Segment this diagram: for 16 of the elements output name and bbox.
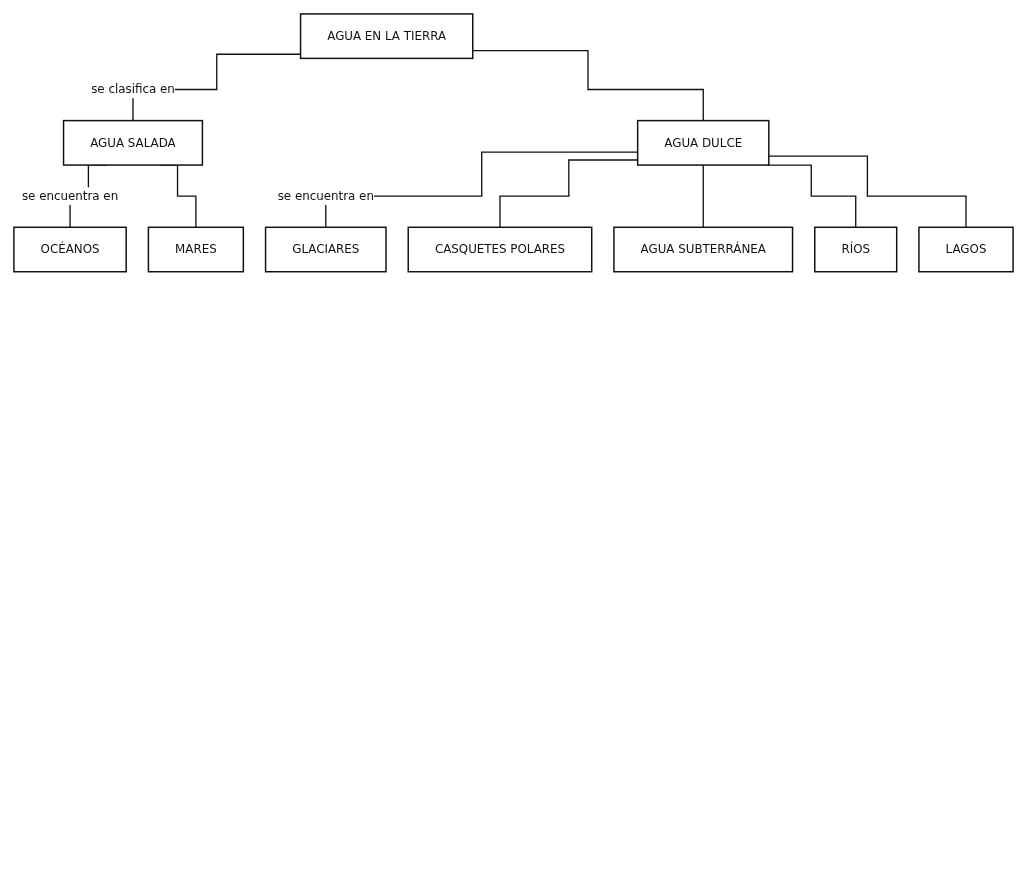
node-box: OCÉANOS: [13, 226, 127, 273]
node-box: AGUA SALADA: [62, 119, 204, 166]
node-box: CASQUETES POLARES: [407, 226, 593, 273]
edge-label: se encuentra en: [21, 188, 119, 203]
node-box: RÍOS: [814, 226, 898, 273]
node-box: AGUA DULCE: [636, 119, 770, 166]
node-box: MARES: [147, 226, 245, 273]
edge-label: se clasifica en: [91, 82, 175, 97]
edge-label: se encuentra en: [277, 188, 374, 203]
connector: [768, 155, 967, 228]
node-box: AGUA EN LA TIERRA: [299, 13, 474, 60]
node-box: GLACIARES: [264, 226, 387, 273]
node-box: LAGOS: [918, 226, 1014, 273]
node-box: AGUA SUBTERRÁNEA: [613, 226, 794, 273]
connector: [472, 50, 704, 122]
connector: [702, 164, 704, 228]
